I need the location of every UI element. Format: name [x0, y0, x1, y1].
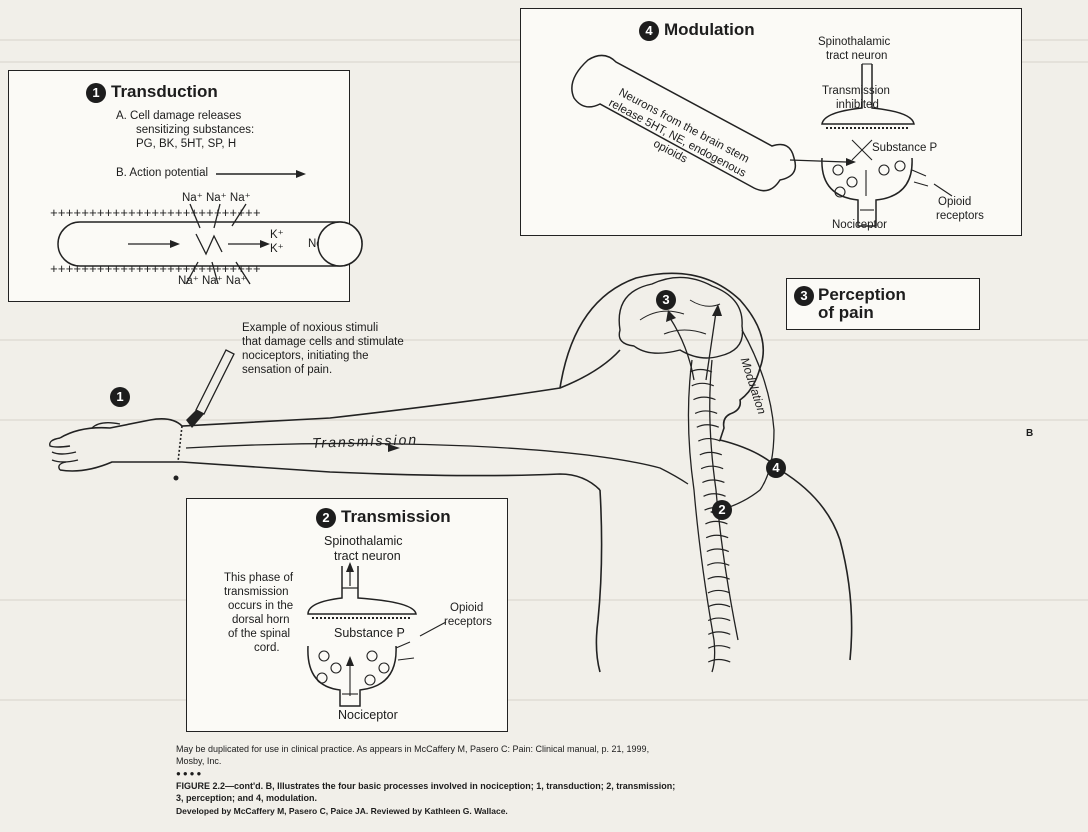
figure-caption-2: 3, perception; and 4, modulation.	[176, 793, 317, 803]
developed-by: Developed by McCaffery M, Pasero C, Paic…	[176, 807, 508, 817]
credit-line-2: Mosby, Inc.	[176, 756, 221, 766]
figure-dots: ●●●●	[176, 770, 203, 779]
figure-caption-1: FIGURE 2.2—cont'd. B, Illustrates the fo…	[176, 781, 675, 791]
credit-line-1: May be duplicated for use in clinical pr…	[176, 744, 649, 754]
